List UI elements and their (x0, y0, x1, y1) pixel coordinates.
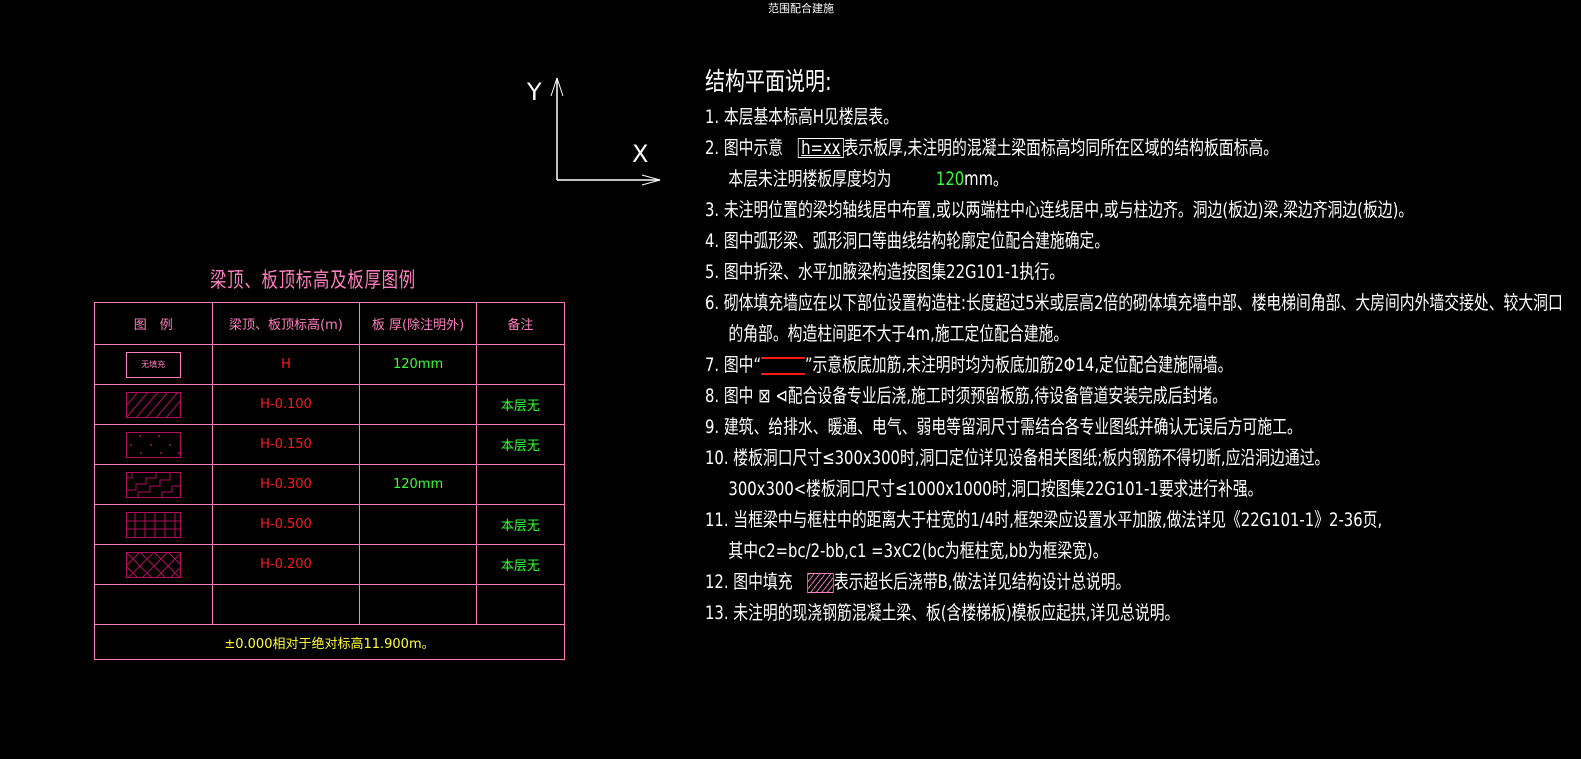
empty-cell (359, 584, 477, 625)
dot-hatch-icon (125, 431, 181, 458)
remark-cell: 本层无 (475, 544, 566, 585)
note-8-text: 配合设备专业后浇,施工时须预留板筋,待设备管道安装完成后封堵。 (787, 385, 1227, 407)
table-row: 无填充 H 120mm (94, 344, 566, 385)
elevation-cell: H-0.200 (211, 544, 361, 585)
post-pour-strip-hatch-icon (807, 572, 834, 593)
remark-cell (475, 344, 566, 385)
table-row: H-0.300 120mm (94, 464, 566, 505)
no-fill-swatch: 无填充 (125, 351, 181, 378)
elevation-cell: H (211, 344, 361, 385)
note-12-text: 表示超长后浇带B,做法详见结构设计总说明。 (833, 571, 1131, 593)
remark-cell: 本层无 (475, 384, 566, 425)
thickness-cell (359, 384, 477, 425)
note-2-text: 表示板厚,未注明的混凝土梁面标高均同所在区域的结构板面标高。 (843, 137, 1279, 159)
table-row: H-0.200 本层无 (94, 544, 566, 585)
y-axis-label: Y (527, 78, 542, 106)
note-9: 9. 建筑、给排水、暖通、电气、弱电等留洞尺寸需结合各专业图纸并确认无误后方可施… (705, 416, 1302, 438)
note-2b-prefix: 本层未注明楼板厚度均为 (728, 168, 936, 190)
remark-cell (475, 464, 566, 505)
table-row: H-0.150 本层无 (94, 424, 566, 465)
note-5: 5. 图中折梁、水平加腋梁构造按图集22G101-1执行。 (705, 261, 1065, 283)
remark-cell: 本层无 (475, 504, 566, 545)
elevation-cell: H-0.300 (211, 464, 361, 505)
note-1: 1. 本层基本标高H见楼层表。 (705, 106, 899, 128)
default-slab-thickness: 120 (935, 168, 965, 190)
elevation-cell: H-0.100 (211, 384, 361, 425)
note-7-prefix: 7. 图中“ (705, 354, 762, 376)
note-11b: 其中c2=bc/2-bb,c1 =3xC2(bc为框柱宽,bb为框梁宽)。 (728, 540, 1108, 562)
elevation-cell: H-0.150 (211, 424, 361, 465)
note-6b: 的角部。构造柱间距不大于4m,施工定位配合建施。 (728, 323, 1069, 345)
col-header-swatch: 图 例 (94, 302, 213, 345)
x-axis-label: X (632, 140, 649, 168)
diagonal-hatch-icon (125, 391, 181, 418)
herringbone-hatch-icon (125, 551, 181, 578)
table-row: H-0.100 本层无 (94, 384, 566, 425)
step-hatch-icon (125, 471, 181, 498)
thickness-cell (359, 544, 477, 585)
note-7-text: ”示意板底加筋,未注明时均为板底加筋2Φ14,定位配合建施隔墙。 (804, 354, 1233, 376)
slab-thickness-symbol: h=xx (797, 138, 844, 158)
table-row: H-0.500 本层无 (94, 504, 566, 545)
note-2b-unit: mm。 (964, 168, 1008, 190)
note-4: 4. 图中弧形梁、弧形洞口等曲线结构轮廓定位配合建施确定。 (705, 230, 1110, 252)
legend-header-row: 图 例 梁顶、板顶标高(m) 板 厚(除注明外) 备注 (94, 302, 566, 345)
col-header-thickness: 板 厚(除注明外) (359, 302, 477, 345)
thickness-cell: 120mm (359, 344, 477, 385)
post-pour-opening-icon: ⊠ ⊲ (758, 385, 788, 407)
drawing-header-title: 范围配合建施 (768, 2, 834, 15)
note-13: 13. 未注明的现浇钢筋混凝土梁、板(含楼梯板)模板应起拱,详见总说明。 (705, 602, 1180, 624)
note-2b: 本层未注明楼板厚度均为 120mm。 (705, 164, 1563, 195)
thickness-cell (359, 504, 477, 545)
note-8: 8. 图中 ⊠ ⊲配合设备专业后浇,施工时须预留板筋,待设备管道安装完成后封堵。 (705, 381, 1563, 412)
note-7: 7. 图中“ ”示意板底加筋,未注明时均为板底加筋2Φ14,定位配合建施隔墙。 (705, 350, 1563, 381)
empty-cell (94, 584, 213, 625)
note-12: 12. 图中填充 表示超长后浇带B,做法详见结构设计总说明。 (705, 567, 1563, 598)
table-row (94, 584, 566, 625)
note-10: 10. 楼板洞口尺寸≤300x300时,洞口定位详见设备相关图纸;板内钢筋不得切… (705, 447, 1330, 469)
ucs-axis-icon (550, 77, 661, 186)
elevation-cell: H-0.500 (211, 504, 361, 545)
note-12-prefix: 12. 图中填充 (705, 571, 808, 593)
note-3: 3. 未注明位置的梁均轴线居中布置,或以两端柱中心连线居中,或与柱边齐。洞边(板… (705, 199, 1414, 221)
legend-title: 梁顶、板顶标高及板厚图例 (210, 268, 416, 292)
col-header-elevation: 梁顶、板顶标高(m) (211, 302, 361, 345)
remark-cell: 本层无 (475, 424, 566, 465)
added-rebar-symbol-icon (761, 356, 805, 375)
empty-cell (475, 584, 566, 625)
thickness-cell (359, 424, 477, 465)
thickness-cell: 120mm (359, 464, 477, 505)
col-header-remark: 备注 (475, 302, 566, 345)
note-11: 11. 当框梁中与框柱中的距离大于柱宽的1/4时,框架梁应设置水平加腋,做法详见… (705, 509, 1383, 531)
note-8-prefix: 8. 图中 (705, 385, 759, 407)
brick-hatch-icon (125, 511, 181, 538)
note-2-prefix: 2. 图中示意 (705, 137, 798, 159)
legend-footer-row: ±0.000相对于绝对标高11.900m。 (94, 624, 565, 660)
legend-table: 图 例 梁顶、板顶标高(m) 板 厚(除注明外) 备注 无填充 H 120mm … (94, 302, 566, 660)
notes-title: 结构平面说明: (705, 67, 832, 96)
note-10b: 300x300<楼板洞口尺寸≤1000x1000时,洞口按图集22G101-1要… (728, 478, 1263, 500)
empty-cell (211, 584, 361, 625)
elevation-reference-note: ±0.000相对于绝对标高11.900m。 (94, 624, 565, 660)
note-6: 6. 砌体填充墙应在以下部位设置构造柱:长度超过5米或层高2倍的砌体填充墙中部、… (705, 292, 1563, 314)
